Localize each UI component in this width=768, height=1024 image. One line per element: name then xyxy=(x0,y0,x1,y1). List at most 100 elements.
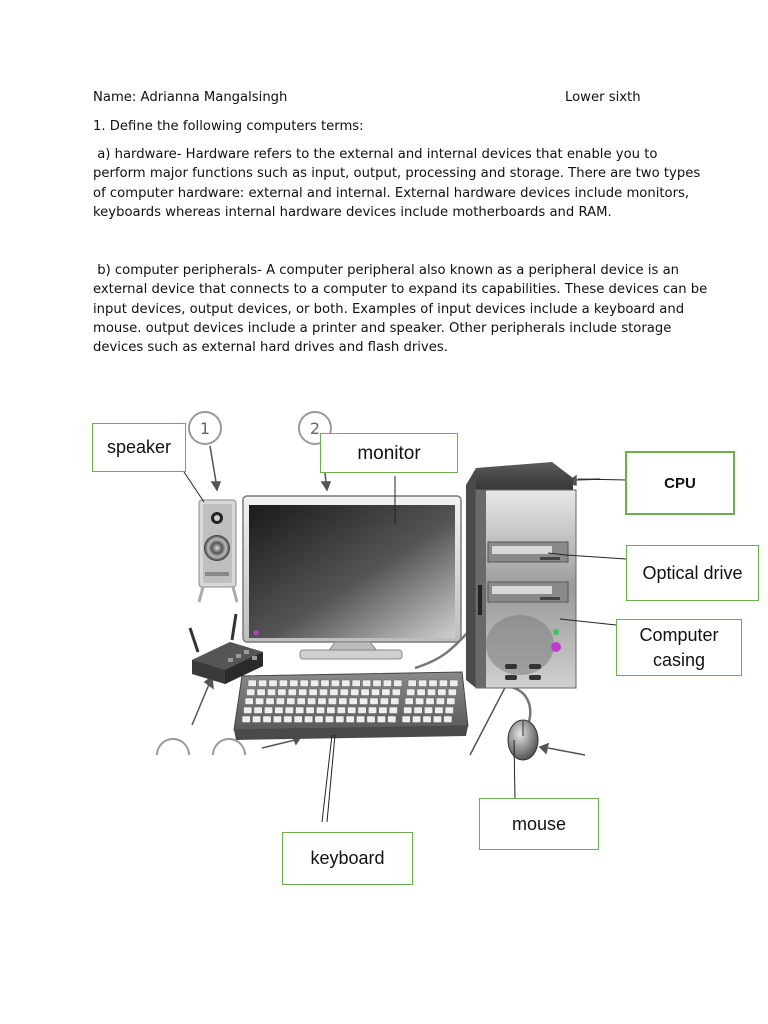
keyboard-key xyxy=(379,697,389,705)
keyboard-key xyxy=(423,706,433,714)
speaker-label: speaker xyxy=(92,423,186,472)
keyboard-key xyxy=(443,715,453,723)
keyboard-key xyxy=(286,697,296,705)
keyboard-key xyxy=(284,706,294,714)
keyboard-key xyxy=(376,715,386,723)
keyboard-key xyxy=(329,688,339,696)
keyboard-key xyxy=(283,715,293,723)
computer-casing-label-line1: Computer xyxy=(639,624,719,645)
class-level: Lower sixth xyxy=(565,90,641,105)
keyboard-key xyxy=(278,679,288,687)
keyboard-key xyxy=(307,697,317,705)
hardware-line: of computer hardware: external and inter… xyxy=(93,185,690,201)
keyboard-key xyxy=(413,706,423,714)
keyboard-key xyxy=(362,679,372,687)
keyboard-key xyxy=(241,715,251,723)
keyboard-key xyxy=(339,688,349,696)
keyboard-key xyxy=(393,679,403,687)
keyboard-key xyxy=(428,679,438,687)
keyboard-key xyxy=(263,706,273,714)
keyboard-key xyxy=(320,679,330,687)
marker-3-partial xyxy=(156,738,190,756)
keyboard-key xyxy=(266,688,276,696)
marker-1-number: 1 xyxy=(200,419,210,438)
keyboard-key xyxy=(372,679,382,687)
mouse-device xyxy=(507,719,539,761)
keyboard-key xyxy=(348,697,358,705)
keyboard-key xyxy=(274,706,284,714)
monitor-device xyxy=(242,495,462,660)
keyboard-key xyxy=(447,688,457,696)
question-heading: 1. Define the following computers terms: xyxy=(93,119,364,134)
keyboard-key xyxy=(255,697,265,705)
keyboard-key xyxy=(304,715,314,723)
keyboard-key xyxy=(296,697,306,705)
keyboard-key xyxy=(317,697,327,705)
keyboard-key xyxy=(378,706,388,714)
keyboard-key xyxy=(256,688,266,696)
keyboard-key xyxy=(272,715,282,723)
keyboard-key xyxy=(446,697,456,705)
keyboard-key xyxy=(356,715,366,723)
keyboard-key xyxy=(391,688,401,696)
keyboard-key xyxy=(277,688,287,696)
keyboard-key xyxy=(289,679,299,687)
computer-diagram: 1 2 xyxy=(0,390,768,900)
keyboard-key xyxy=(326,706,336,714)
optical-drive-label: Optical drive xyxy=(626,545,759,601)
keyboard-key xyxy=(310,679,320,687)
keyboard-key xyxy=(418,679,428,687)
keyboard-key xyxy=(315,706,325,714)
keyboard-key xyxy=(252,715,262,723)
keyboard-key xyxy=(387,715,397,723)
keyboard-key xyxy=(308,688,318,696)
keyboard-label: keyboard xyxy=(282,832,413,885)
keyboard-key xyxy=(406,688,416,696)
keyboard-key xyxy=(345,715,355,723)
keyboard-key xyxy=(262,715,272,723)
keyboard-key xyxy=(426,688,436,696)
hardware-definition: a) hardware- Hardware refers to the exte… xyxy=(93,145,700,222)
keyboard-key xyxy=(416,688,426,696)
keyboard-key xyxy=(338,697,348,705)
keyboard-key xyxy=(246,688,256,696)
keyboard-key xyxy=(359,697,369,705)
student-name: Name: Adrianna Mangalsingh xyxy=(93,90,288,105)
tower-device xyxy=(466,462,577,689)
hardware-line: a) hardware- Hardware refers to the exte… xyxy=(93,147,658,162)
keyboard-key xyxy=(425,697,435,705)
mouse-label: mouse xyxy=(479,798,599,850)
peripherals-line: mouse. output devices include a printer … xyxy=(93,320,672,336)
keyboard-key xyxy=(305,706,315,714)
keyboard-key xyxy=(415,697,425,705)
keyboard-key xyxy=(268,679,278,687)
hardware-line: keyboards whereas internal hardware devi… xyxy=(93,204,612,220)
computer-illustration: 1 2 xyxy=(156,411,628,823)
keyboard-key xyxy=(369,697,379,705)
keyboard-key xyxy=(258,679,268,687)
keyboard-key xyxy=(360,688,370,696)
keyboard-key xyxy=(435,697,445,705)
marker-1: 1 xyxy=(188,411,222,445)
keyboard-key xyxy=(293,715,303,723)
keyboard-key xyxy=(390,697,400,705)
keyboard-key xyxy=(449,679,459,687)
keyboard-key xyxy=(351,679,361,687)
keyboard-key xyxy=(299,679,309,687)
keyboard-key xyxy=(403,706,413,714)
computer-casing-label: Computer casing xyxy=(616,619,742,676)
keyboard-key xyxy=(432,715,442,723)
label-connectors xyxy=(183,471,628,823)
keyboard-key xyxy=(275,697,285,705)
keyboard-key xyxy=(381,688,391,696)
cpu-label: CPU xyxy=(625,451,735,515)
peripherals-line: b) computer peripherals- A computer peri… xyxy=(93,263,680,278)
keyboard-key xyxy=(434,706,444,714)
keyboard-key xyxy=(401,715,411,723)
keyboard-key xyxy=(366,715,376,723)
keyboard-key xyxy=(324,715,334,723)
keyboard-key xyxy=(422,715,432,723)
router-device xyxy=(188,613,263,684)
keyboard-key xyxy=(314,715,324,723)
keyboard-cable xyxy=(414,629,471,670)
